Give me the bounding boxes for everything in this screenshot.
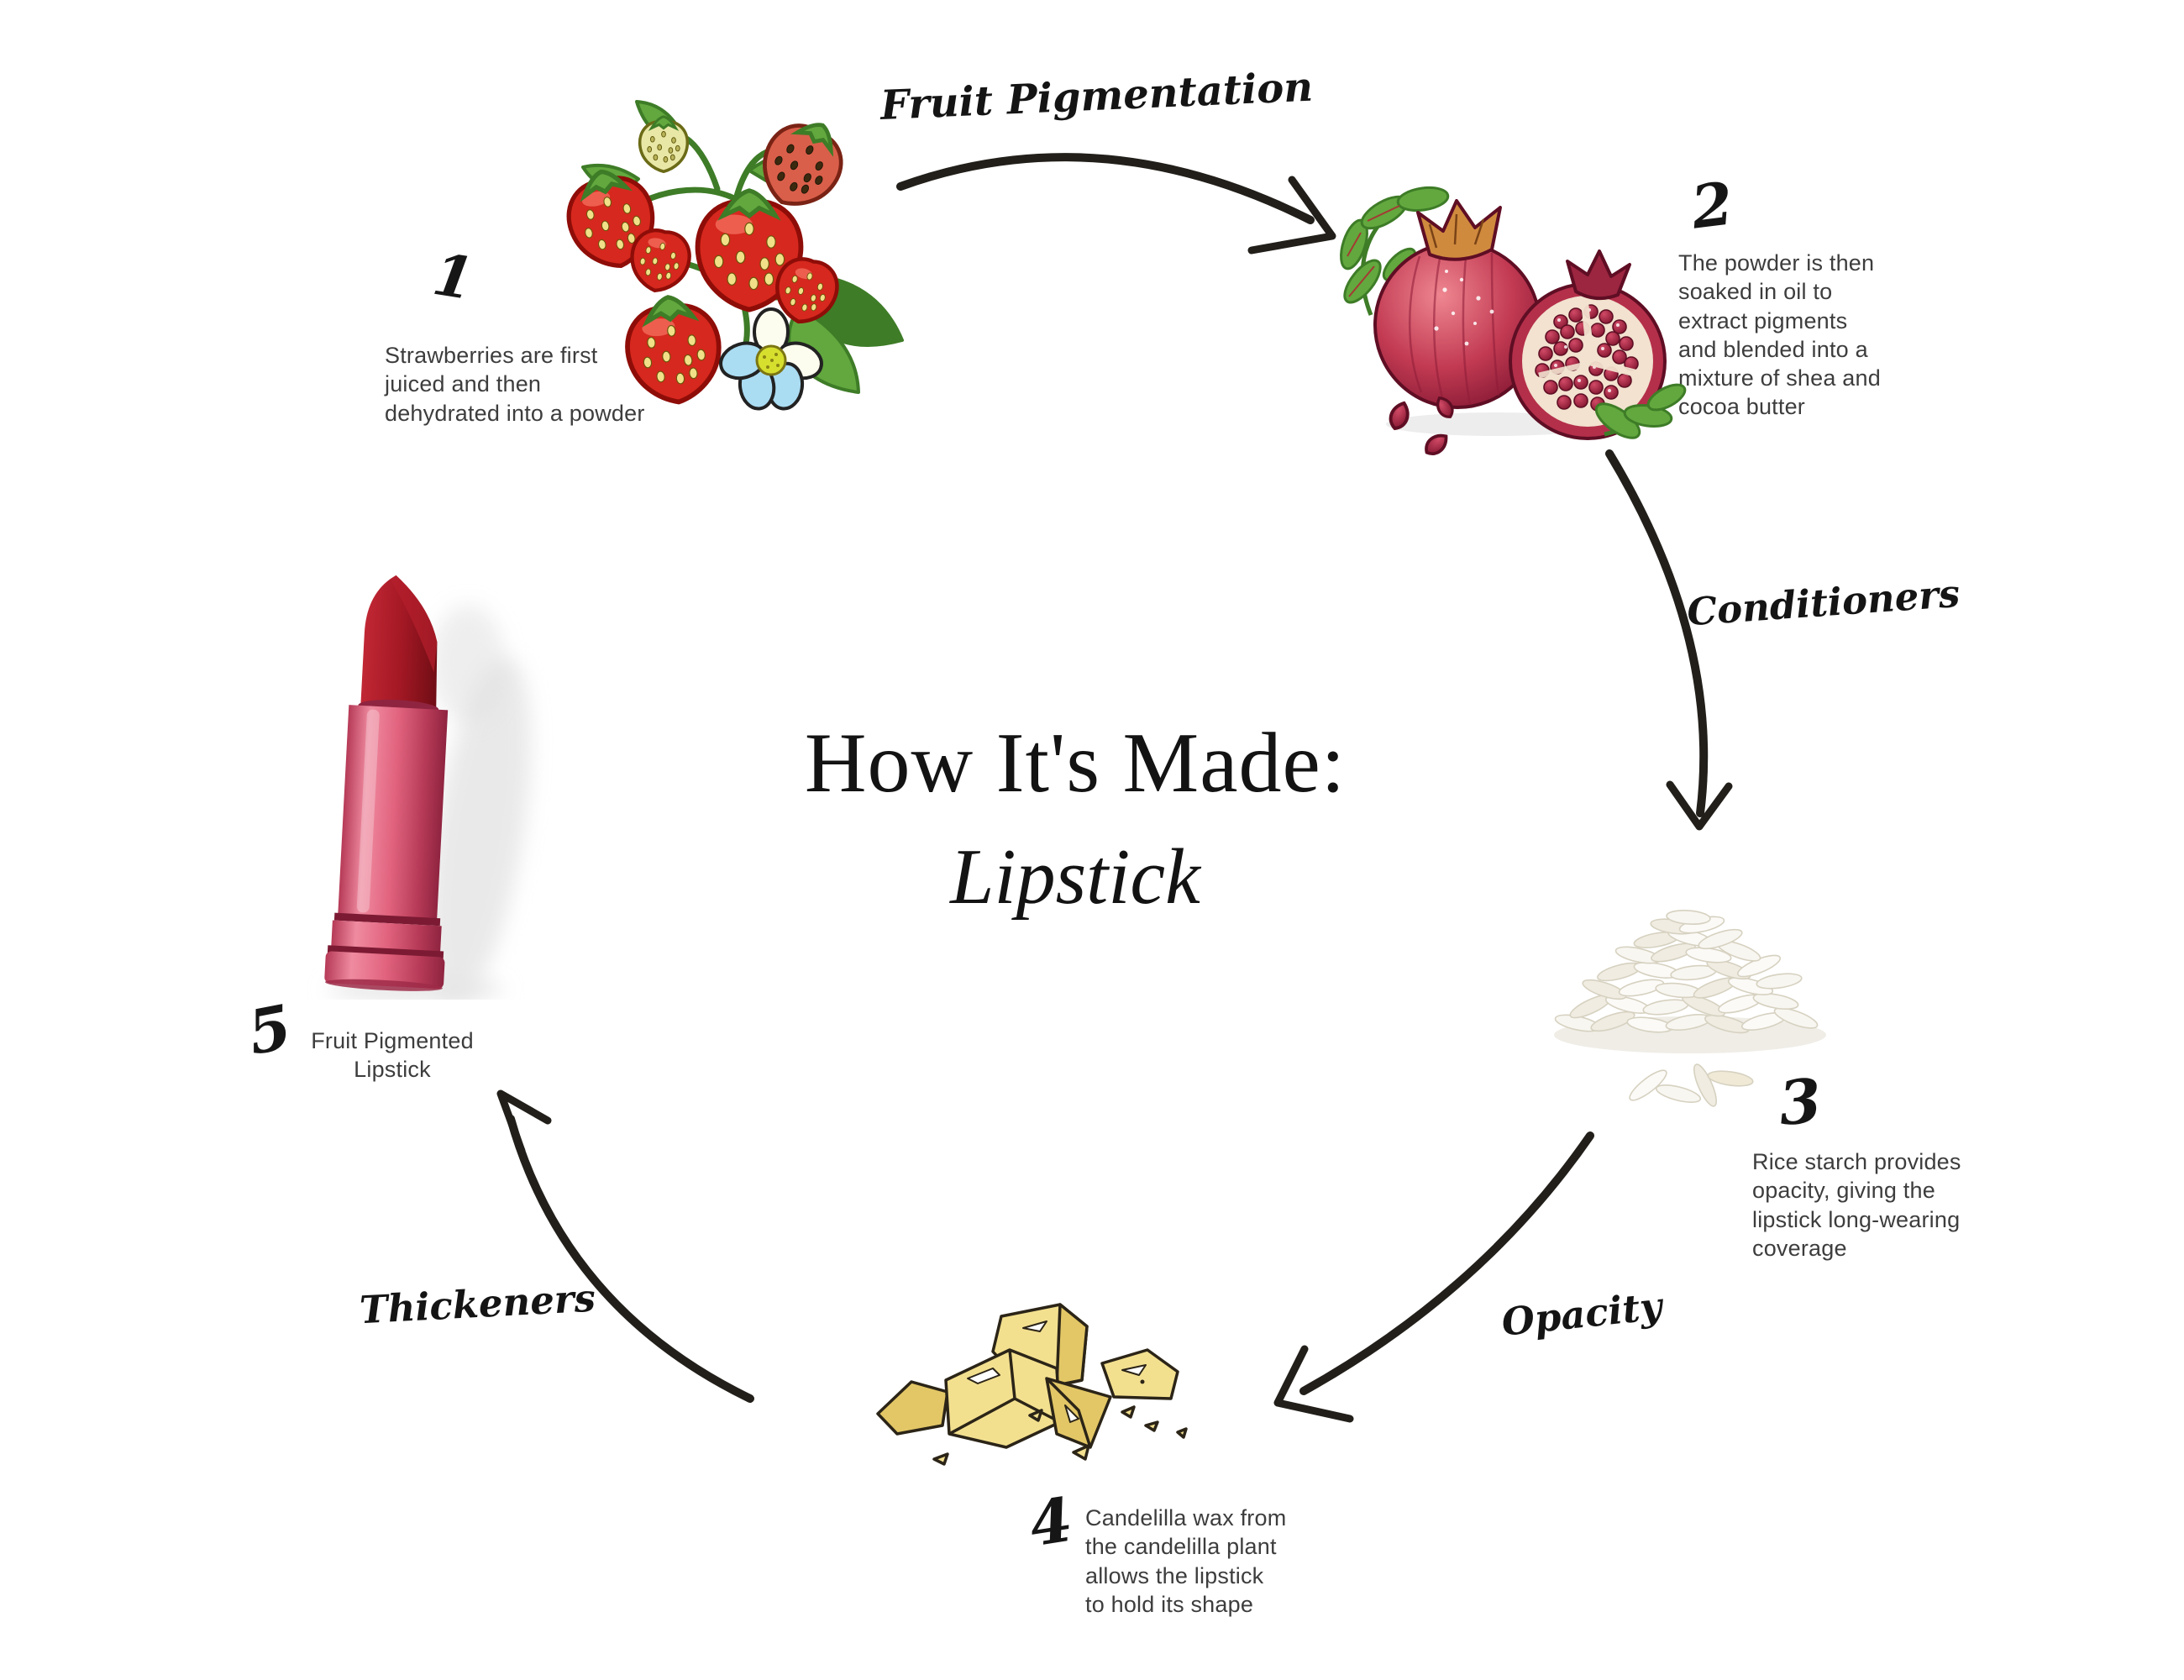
step-1-number: 1 (428, 240, 479, 314)
red-strawberries (560, 163, 843, 407)
wax-chunks (876, 1303, 1179, 1449)
rice-pile (1554, 910, 1819, 1034)
lipstick-illustration (324, 575, 531, 1000)
lipstick-body (324, 575, 449, 991)
strawberries-illustration (538, 100, 904, 411)
arrow-thickeners (496, 1089, 754, 1403)
strawberry-flower (719, 307, 823, 411)
arrow-conditioners (1605, 449, 1733, 831)
title-subject: Lipstick (950, 833, 1200, 921)
step-2-description: The powder is then soaked in oil to extr… (1678, 250, 1881, 420)
lipstick-tube (324, 705, 449, 991)
title-main: How It's Made: (804, 716, 1347, 811)
step-3-description: Rice starch provides opacity, giving the… (1752, 1149, 1961, 1261)
pomegranate-half-crown (1566, 249, 1631, 301)
pomegranate-half (1509, 249, 1667, 440)
step-4-number: 4 (1024, 1483, 1078, 1561)
step-4-description: Candelilla wax from the candelilla plant… (1085, 1505, 1287, 1617)
arrow-label-conditioners: Conditioners (1685, 570, 1961, 635)
page-title: How It's Made: Lipstick (739, 718, 1411, 922)
step-5-number: 5 (242, 990, 297, 1069)
step-1-description: Strawberries are first juiced and then d… (385, 343, 645, 426)
wax-fragments (932, 1405, 1188, 1466)
step-2-number: 2 (1688, 168, 1737, 243)
arrow-label-opacity: Opacity (1499, 1284, 1664, 1345)
pomegranate-leaves-right (1594, 383, 1687, 439)
arrow-fruit-pigmentation (896, 153, 1336, 255)
loose-rice-grains (1629, 1063, 1754, 1107)
unripe-strawberry (638, 115, 690, 173)
arrow-opacity (1273, 1131, 1594, 1423)
rice-starch-illustration (1554, 910, 1826, 1107)
arrow-label-fruit-pigmentation: Fruit Pigmentation (879, 63, 1315, 130)
step-5-description: Fruit Pigmented Lipstick (311, 1028, 474, 1083)
arrow-label-thickeners: Thickeners (358, 1275, 597, 1333)
candelilla-wax-illustration (876, 1303, 1188, 1466)
pomegranate-illustration (1340, 186, 1687, 458)
pomegranate-crown (1416, 199, 1502, 261)
